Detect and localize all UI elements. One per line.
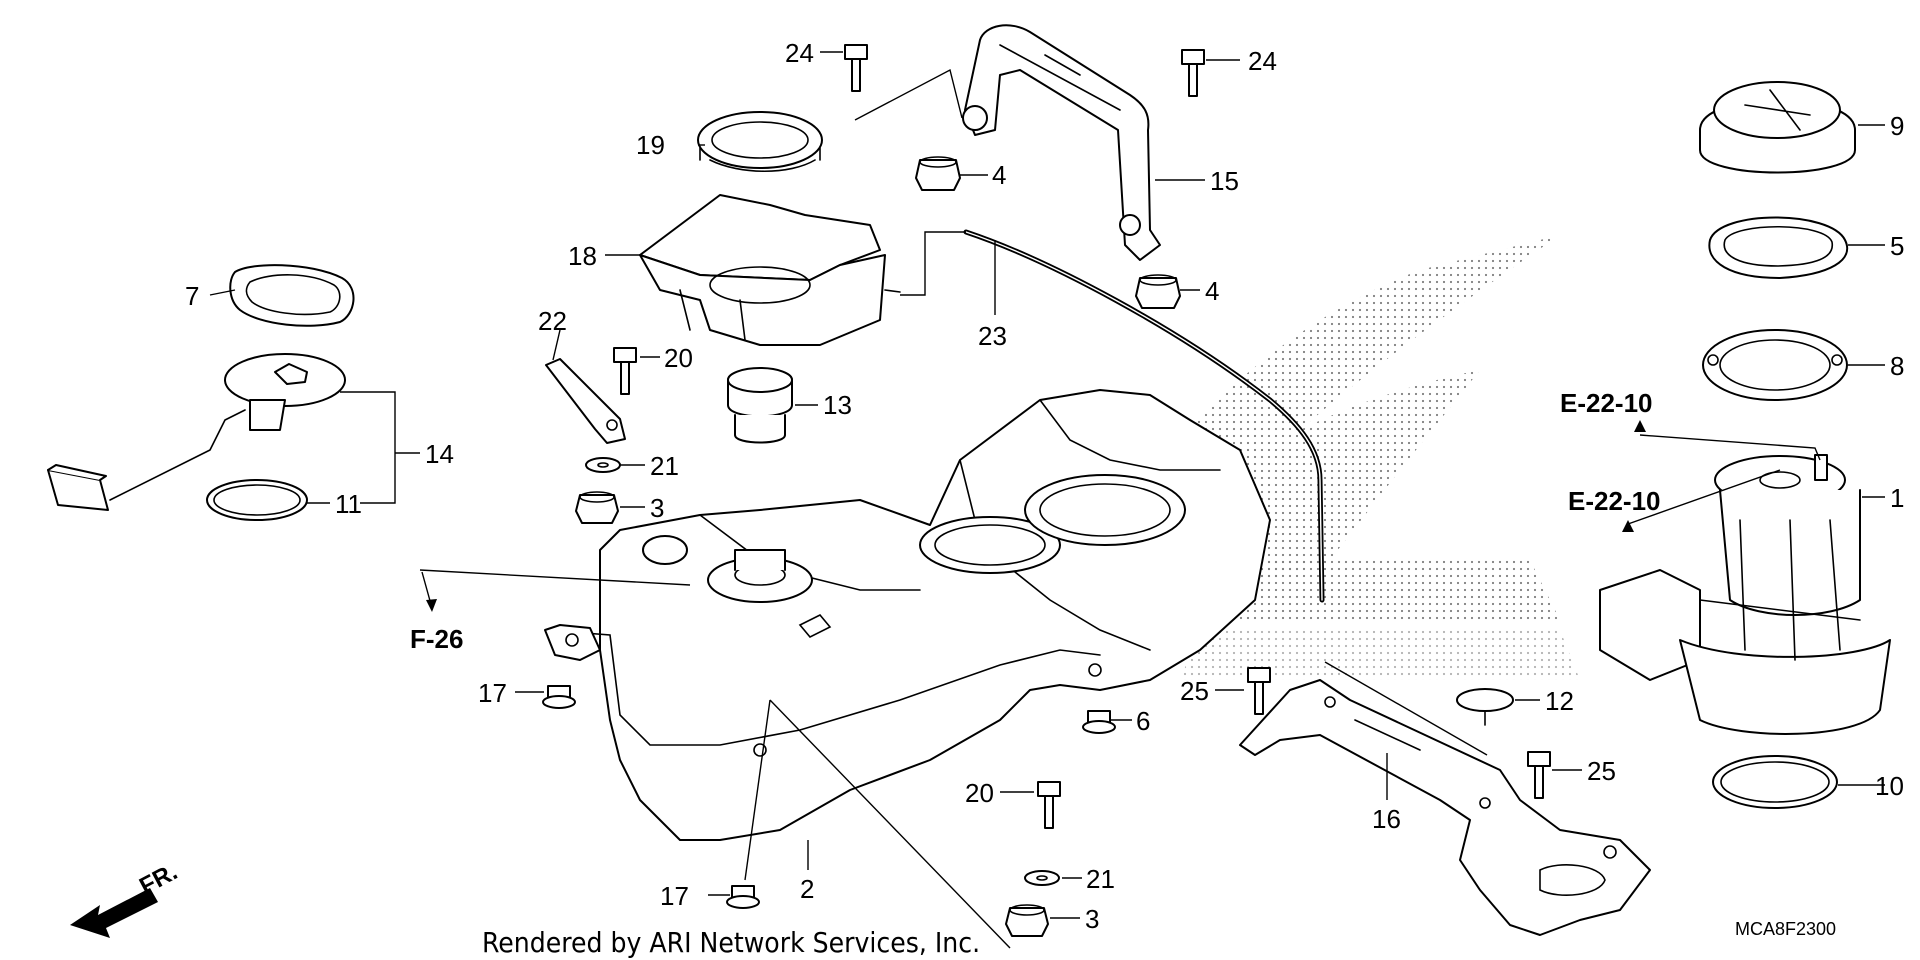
callout-17-upper: 17 (478, 678, 507, 708)
fuel-tank-part-2[interactable] (544, 389, 1271, 841)
callout-17-lower: 17 (660, 881, 689, 911)
callout-5: 5 (1890, 231, 1904, 261)
bolt-part-25-left[interactable] (1247, 667, 1271, 715)
mounting-plate-part-16[interactable] (1239, 679, 1651, 936)
o-ring-part-11[interactable] (206, 479, 308, 521)
callout-labels: 24 24 19 4 15 18 4 7 22 23 20 13 14 21 1… (185, 38, 1904, 934)
reference-e-22-10-lower[interactable]: E-22-10 (1568, 486, 1661, 516)
callout-15: 15 (1210, 166, 1239, 196)
front-direction-arrow: FR. (70, 858, 182, 938)
breather-tube-part-23[interactable] (963, 229, 1325, 603)
cover-part-9[interactable] (1699, 81, 1856, 174)
callout-9: 9 (1890, 111, 1904, 141)
callout-4-lower: 4 (1205, 276, 1219, 306)
callout-2: 2 (800, 874, 814, 904)
o-ring-part-10[interactable] (1712, 755, 1838, 809)
damper-part-17-upper[interactable] (542, 685, 576, 709)
callout-18: 18 (568, 241, 597, 271)
callout-3-upper: 3 (650, 493, 664, 523)
bolt-part-20-upper[interactable] (613, 347, 637, 395)
callout-13: 13 (823, 390, 852, 420)
filler-cap-part-13[interactable] (727, 367, 793, 444)
tray-part-18[interactable] (639, 194, 901, 346)
callout-11: 11 (335, 489, 362, 519)
strap-part-22[interactable] (545, 358, 626, 444)
washer-part-21-upper[interactable] (585, 457, 621, 473)
callout-3-lower: 3 (1085, 904, 1099, 934)
callout-24-right: 24 (1248, 46, 1277, 76)
callout-8: 8 (1890, 351, 1904, 381)
ring-part-8[interactable] (1702, 329, 1848, 401)
washer-part-21-lower[interactable] (1024, 870, 1060, 886)
callout-10: 10 (1875, 771, 1904, 801)
callout-25-left: 25 (1180, 676, 1209, 706)
callout-20-upper: 20 (664, 343, 693, 373)
callout-20-lower: 20 (965, 778, 994, 808)
callout-21-upper: 21 (650, 451, 679, 481)
bolt-part-20-lower[interactable] (1037, 781, 1061, 829)
fuel-level-sender-part-14[interactable] (47, 353, 346, 511)
damper-part-6[interactable] (1082, 710, 1116, 734)
leader-lines (209, 51, 1885, 949)
callout-4-upper: 4 (992, 160, 1006, 190)
diagram-code: MCA8F2300 (1735, 919, 1836, 939)
grommet-part-3-upper[interactable] (575, 491, 619, 524)
callout-21-lower: 21 (1086, 864, 1115, 894)
bolt-part-25-right[interactable] (1527, 751, 1551, 799)
callout-7: 7 (185, 281, 199, 311)
ring-nut-part-19[interactable] (697, 111, 823, 172)
callout-6: 6 (1136, 706, 1150, 736)
footer-credit: Rendered by ARI Network Services, Inc. (482, 926, 980, 959)
damper-part-17-lower[interactable] (726, 885, 760, 909)
cap-part-12[interactable] (1456, 688, 1514, 726)
callout-14: 14 (425, 439, 454, 469)
gasket-part-7[interactable] (229, 264, 355, 327)
bracket-part-15[interactable] (962, 24, 1161, 261)
callout-23: 23 (978, 321, 1007, 351)
fuel-pump-assembly-part-1[interactable] (1599, 454, 1891, 735)
callout-22: 22 (538, 306, 567, 336)
callout-1: 1 (1890, 483, 1904, 513)
reference-f-26[interactable]: F-26 (410, 624, 463, 654)
callout-12: 12 (1545, 686, 1574, 716)
callout-25-right: 25 (1587, 756, 1616, 786)
bolt-part-24-left[interactable] (844, 44, 868, 92)
callout-16: 16 (1372, 804, 1401, 834)
callout-19: 19 (636, 130, 665, 160)
callout-24-left: 24 (785, 38, 814, 68)
bolt-part-24-right[interactable] (1181, 49, 1205, 97)
reference-e-22-10-upper[interactable]: E-22-10 (1560, 388, 1653, 418)
grommet-part-3-lower[interactable] (1005, 904, 1049, 937)
gasket-part-5[interactable] (1708, 216, 1849, 279)
grommet-part-4-lower[interactable] (1135, 274, 1181, 309)
grommet-part-4-upper[interactable] (915, 156, 961, 191)
